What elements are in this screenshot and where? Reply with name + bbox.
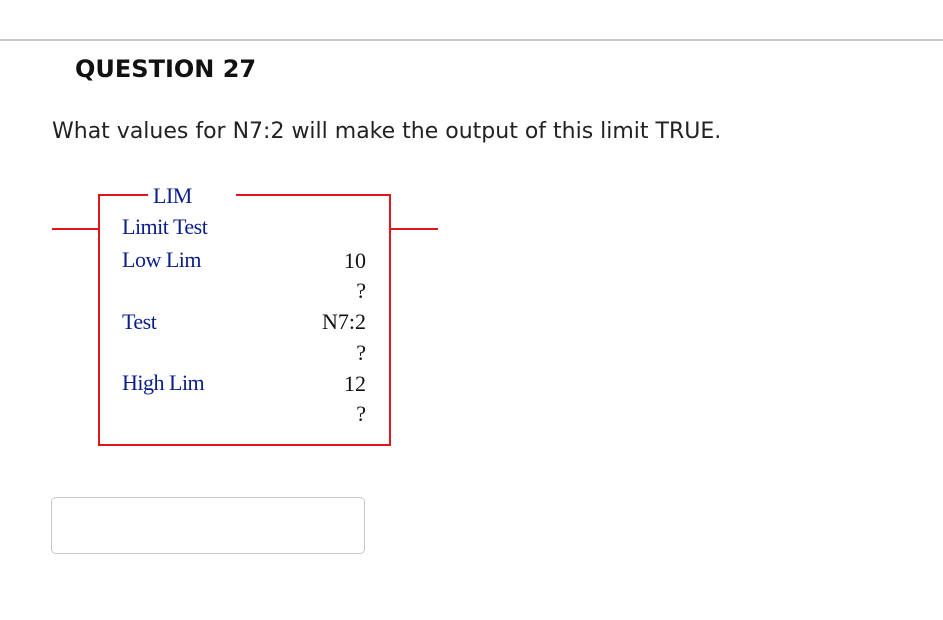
lim-box-top-right-edge [236,194,389,196]
test-current: ? [356,340,366,365]
low-limit-label: Low Lim [122,247,202,272]
instruction-name: LIM [153,183,192,208]
rung-right-wire [389,228,438,230]
answer-input[interactable] [51,497,365,554]
question-title: QUESTION 27 [75,55,257,83]
high-limit-value: 12 [344,371,366,396]
top-divider [0,39,943,41]
question-prompt: What values for N7:2 will make the outpu… [52,119,722,144]
test-value: N7:2 [322,309,366,334]
high-limit-current: ? [356,401,366,426]
lim-instruction-box [98,194,391,446]
instruction-description: Limit Test [122,214,208,239]
test-label: Test [122,309,157,334]
lim-box-top-left-edge [98,194,148,196]
rung-left-wire [52,228,99,230]
low-limit-value: 10 [344,248,366,273]
high-limit-label: High Lim [122,370,205,395]
low-limit-current: ? [356,278,366,303]
